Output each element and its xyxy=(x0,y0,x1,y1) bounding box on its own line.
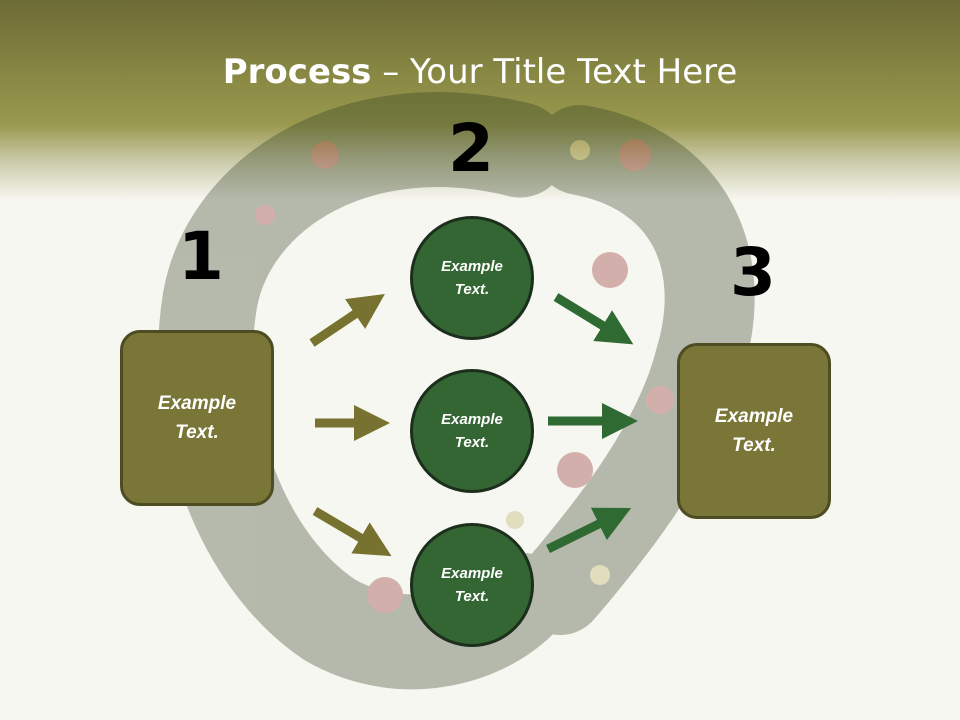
title-rest-part: – Your Title Text Here xyxy=(371,52,738,92)
top-circle-text: Example Text. xyxy=(441,258,503,298)
middle-circle-text: Example Text. xyxy=(441,411,503,451)
left-step-box[interactable]: Example Text. xyxy=(120,330,274,506)
arrow-top-to-right xyxy=(553,293,634,345)
top-circle[interactable]: Example Text. xyxy=(410,216,534,340)
slide-title: Process – Your Title Text Here xyxy=(0,52,960,92)
arrow-left-to-bottom xyxy=(312,507,392,557)
right-step-box-text: Example Text. xyxy=(714,406,794,456)
right-step-box[interactable]: Example Text. xyxy=(677,343,831,519)
step-number-3: 3 xyxy=(730,234,776,311)
bottom-circle[interactable]: Example Text. xyxy=(410,523,534,647)
left-step-box-text: Example Text. xyxy=(157,393,237,443)
step-number-1: 1 xyxy=(178,218,224,295)
header-band xyxy=(0,0,960,200)
middle-circle[interactable]: Example Text. xyxy=(410,369,534,493)
title-bold-part: Process xyxy=(222,52,372,92)
step-number-2: 2 xyxy=(448,110,494,187)
bottom-circle-text: Example Text. xyxy=(441,565,503,605)
arrow-left-to-top xyxy=(309,293,385,347)
arrow-bottom-to-right xyxy=(546,507,632,554)
